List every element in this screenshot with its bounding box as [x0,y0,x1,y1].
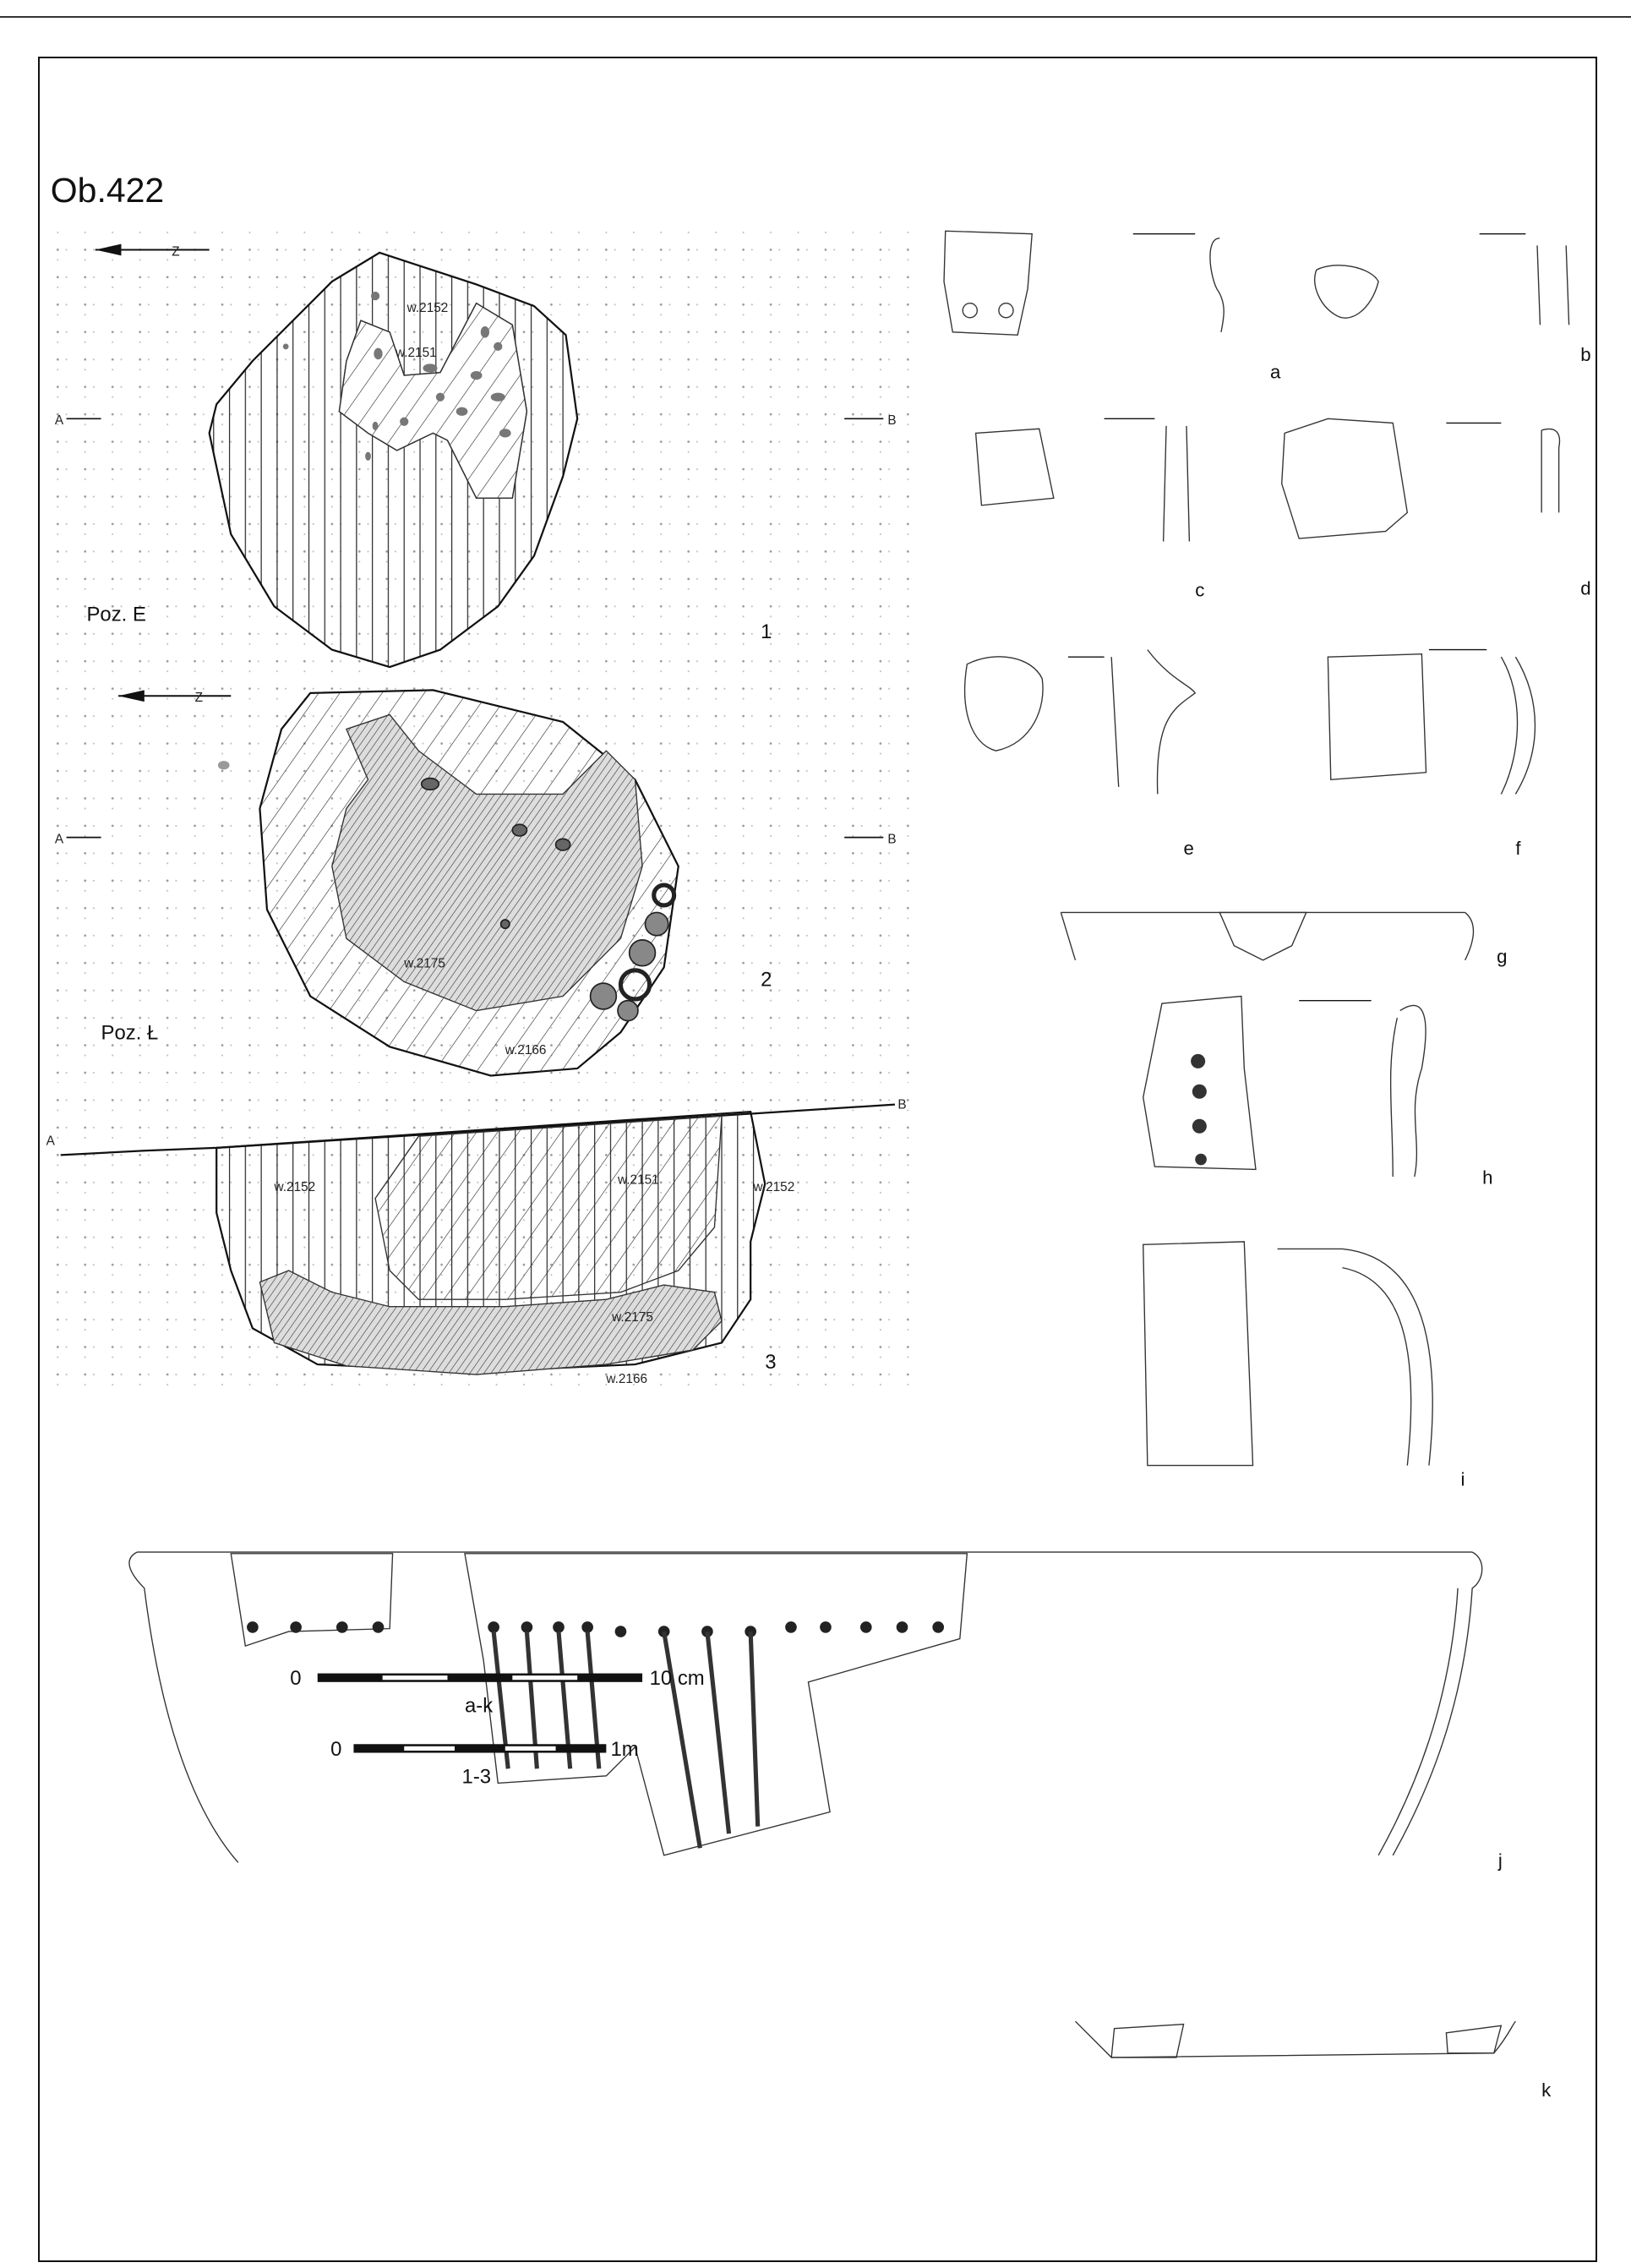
level-label: Poz. E [86,603,145,626]
vessel-g [1060,911,1475,961]
scale-end: 1m [610,1738,638,1761]
profile-i [1277,1248,1433,1466]
layer-label: w.2152 [274,1180,316,1194]
sherd-j-2 [464,1553,968,1856]
pottery-finds [128,230,1570,2058]
north-arrow-icon [95,243,210,256]
scale-caption: a-k [465,1695,493,1718]
scale-end: 10 cm [650,1667,705,1690]
layer-label: w.2151 [395,346,437,360]
find-label: f [1515,838,1521,859]
profile-f [1500,656,1536,795]
north-label: Z [195,691,203,705]
section-marker-b: B [887,832,896,846]
figure-number: 1 [761,620,772,643]
plan-1: Z w.2152 w.2151 A B Poz. E 1 [55,243,897,669]
figure-number: 3 [765,1351,776,1374]
profile-e [1110,649,1197,795]
find-label: e [1184,838,1194,859]
sherd-i [1143,1241,1254,1467]
level-label: Poz. Ł [101,1022,159,1045]
scale-bar-finds: 0 10 cm a-k [290,1667,704,1717]
north-arrow-icon [118,690,232,702]
find-label: b [1580,344,1590,365]
sherd-k-2 [1445,2025,1503,2054]
scale-zero: 0 [290,1667,301,1690]
layer-label: w.2152 [406,301,449,315]
scale-zero: 0 [330,1738,341,1761]
feature-title: Ob.422 [51,171,164,210]
plan-2: Z w.2175 w.2166 A B Poz. Ł 2 [55,689,897,1077]
find-label: g [1497,946,1507,967]
find-letters: a b c d e f g h i j k [1184,344,1591,2101]
layer-label: w.2152 [753,1180,795,1194]
find-label: a [1270,361,1281,382]
sherd-g [1219,911,1307,961]
sherd-f [1327,653,1427,781]
section-3: A B w.2152 w.2151 w.2152 w.2175 w.2166 3 [46,1098,907,1387]
find-label: i [1460,1469,1465,1490]
profile-b [1536,245,1570,325]
find-label: d [1580,578,1590,599]
profile-d [1541,428,1561,513]
vessel-k [1074,2020,1516,2058]
find-label: j [1497,1850,1503,1871]
north-label: Z [172,244,179,259]
scale-caption: 1-3 [462,1765,492,1788]
layer-label: w.2175 [403,956,445,970]
sherd-e [964,656,1044,751]
layer-label: w.2166 [605,1372,647,1386]
layer-label: w.2151 [617,1173,659,1188]
plate-border [38,57,1597,2262]
section-marker-b: B [897,1098,906,1112]
find-label: k [1541,2079,1552,2101]
section-marker-a: A [55,832,64,846]
section-marker-a: A [55,413,64,428]
profile-h [1389,1004,1426,1178]
layer-label: w.2175 [611,1310,653,1325]
profile-c [1162,425,1191,542]
sherd-c [974,428,1055,506]
scale-bar-plans: 0 1m 1-3 [330,1738,639,1788]
sherd-d [1281,418,1409,539]
figure-number: 2 [761,969,772,992]
sherd-k-1 [1110,2023,1185,2058]
section-marker-b: B [887,413,896,428]
vessel-j [128,1551,1483,1863]
find-label: h [1482,1167,1492,1189]
find-label: c [1195,579,1204,600]
section-marker-a: A [46,1134,56,1148]
profile-a [1209,238,1225,332]
sherd-a [943,230,1033,336]
sherd-b [1314,265,1379,319]
layer-w2175 [331,713,643,1012]
layer-label: w.2166 [505,1043,547,1057]
sherd-h [1143,995,1257,1171]
